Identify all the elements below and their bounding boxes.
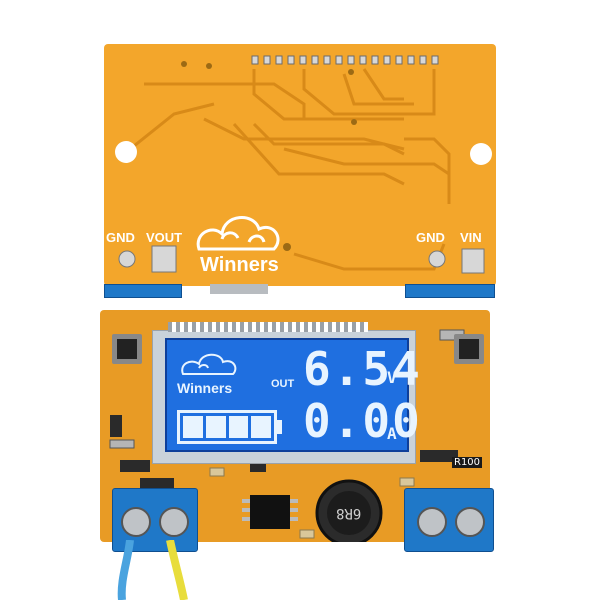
terminal-top-left bbox=[104, 284, 182, 298]
lcd-out-label: OUT bbox=[271, 378, 295, 390]
lcd-current: 0.00 bbox=[303, 394, 422, 448]
button-inc[interactable] bbox=[454, 334, 484, 364]
terminal-input bbox=[404, 488, 494, 552]
lcd-voltage-unit: V bbox=[387, 368, 399, 387]
wires bbox=[117, 540, 188, 600]
screw-1[interactable] bbox=[121, 507, 151, 537]
button-dec[interactable] bbox=[112, 334, 142, 364]
screw-3[interactable] bbox=[417, 507, 447, 537]
pcb-back: GND VOUT GND VIN Winners bbox=[104, 44, 496, 286]
label-gnd-left: GND bbox=[106, 230, 135, 245]
lcd-screen: Winners OUT 6.54 V 0.00 A bbox=[165, 338, 420, 452]
lcd-current-unit: A bbox=[387, 424, 399, 443]
label-vout: VOUT bbox=[146, 230, 183, 245]
terminal-top-right bbox=[405, 284, 495, 298]
screw-4[interactable] bbox=[455, 507, 485, 537]
battery-icon bbox=[177, 410, 277, 444]
inductor-marking: 6R8 bbox=[336, 505, 362, 521]
battery-tip bbox=[277, 420, 282, 434]
lcd-connector bbox=[168, 322, 368, 332]
lcd-brand: Winners bbox=[177, 380, 233, 396]
lcd-voltage: 6.54 bbox=[303, 342, 422, 396]
cloud-logo-lcd bbox=[181, 353, 237, 375]
resistor-marking: R100 bbox=[452, 457, 483, 468]
pcb-traces bbox=[115, 55, 492, 274]
screw-2[interactable] bbox=[159, 507, 189, 537]
cloud-logo-top bbox=[196, 216, 280, 251]
label-vin: VIN bbox=[460, 230, 482, 245]
inductor-top-edge bbox=[210, 284, 268, 294]
pcb-components bbox=[109, 329, 465, 542]
label-gnd-right: GND bbox=[416, 230, 445, 245]
brand-top: Winners bbox=[200, 254, 279, 276]
